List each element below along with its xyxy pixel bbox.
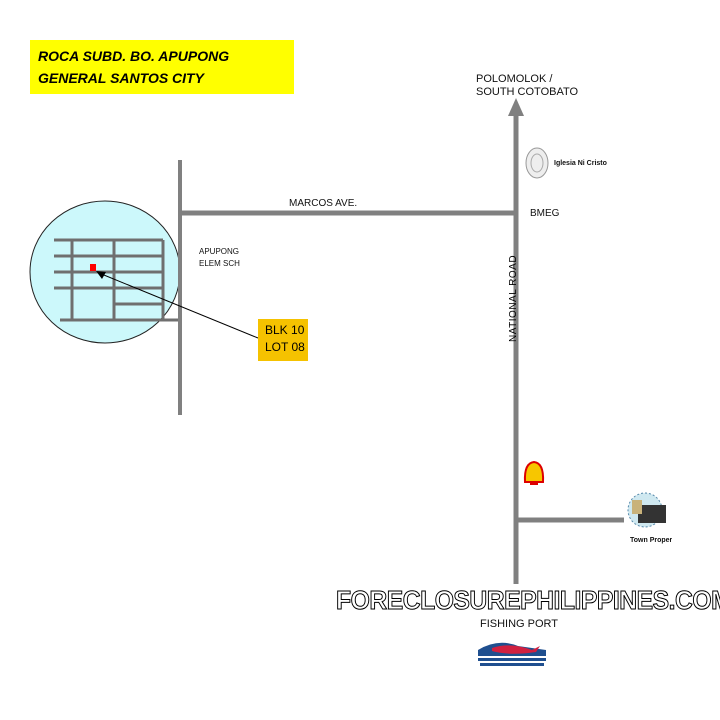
subdivision-streets — [54, 238, 180, 322]
title-line-1: ROCA SUBD. BO. APUPONG — [38, 48, 230, 64]
property-marker — [90, 264, 96, 271]
title-line-2: GENERAL SANTOS CITY — [38, 70, 204, 86]
marcos-ave-label: MARCOS AVE. — [289, 198, 358, 209]
lot-label-line-1: BLK 10 — [265, 323, 305, 337]
pointer-arrow — [98, 272, 259, 339]
fishing-port-label: FISHING PORT — [480, 618, 559, 630]
shell-logo-icon — [523, 460, 545, 485]
location-title-box: ROCA SUBD. BO. APUPONG GENERAL SANTOS CI… — [30, 40, 294, 94]
bmeg-label: BMEG — [530, 208, 560, 219]
north-label-line-2: SOUTH COTOBATO — [476, 86, 579, 98]
north-label-line-1: POLOMOLOK / — [476, 73, 553, 85]
school-label: APUPONG ELEM SCH — [199, 246, 240, 270]
arrowhead-icon — [96, 271, 106, 279]
school-label-line-1: APUPONG — [199, 247, 240, 256]
town-proper-label: Town Proper — [630, 537, 672, 544]
north-arrow-icon — [508, 98, 524, 116]
school-label-line-2: ELEM SCH — [199, 259, 240, 268]
fishing-port-logo-icon — [478, 642, 546, 666]
north-destination-label: POLOMOLOK / SOUTH COTOBATO — [476, 73, 578, 99]
lot-label-box: BLK 10 LOT 08 — [258, 319, 308, 361]
church-logo-icon — [525, 147, 549, 179]
church-label: Iglesia Ni Cristo — [554, 160, 607, 167]
national-road-label: NATIONAL ROAD — [508, 254, 519, 342]
watermark: FORECLOSUREPHILIPPINES.COM — [336, 585, 720, 615]
lot-label-line-2: LOT 08 — [265, 340, 305, 354]
town-proper-logo-icon — [627, 492, 666, 528]
